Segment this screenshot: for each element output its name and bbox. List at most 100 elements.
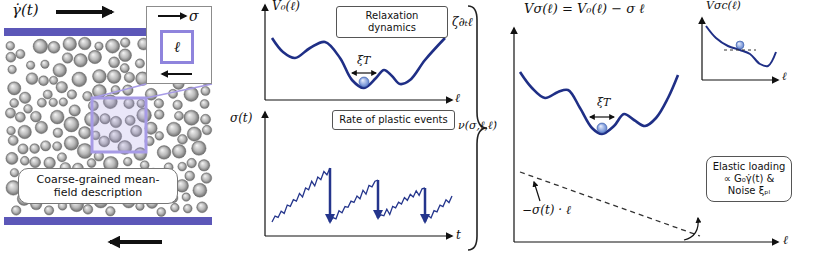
grain bbox=[202, 125, 212, 135]
grain bbox=[64, 136, 78, 150]
axis-label: V₀(ℓ) bbox=[272, 0, 300, 13]
grain bbox=[8, 82, 21, 95]
grain bbox=[50, 110, 64, 124]
grain bbox=[201, 86, 210, 95]
grain bbox=[8, 65, 17, 74]
grain bbox=[10, 99, 19, 108]
stress-signal bbox=[378, 188, 425, 218]
grain bbox=[57, 153, 66, 162]
tilted-potential-curve bbox=[520, 72, 678, 134]
grain bbox=[26, 73, 38, 85]
shear-arrow bbox=[56, 10, 112, 14]
axis-label: σ(t) bbox=[230, 112, 252, 125]
zoom-line bbox=[146, 84, 212, 98]
grain bbox=[39, 76, 49, 86]
grain bbox=[154, 99, 164, 109]
highlight-square bbox=[92, 98, 146, 152]
bottom-plate bbox=[4, 217, 212, 225]
critical-potential-curve bbox=[706, 26, 776, 66]
formula: ν(σ,ℓ,ℓ̇) bbox=[458, 119, 497, 132]
grain bbox=[44, 157, 56, 169]
grain bbox=[200, 99, 209, 108]
grain bbox=[72, 72, 87, 87]
grain bbox=[37, 98, 46, 107]
grain bbox=[53, 142, 62, 151]
stress-symbol: σ bbox=[189, 8, 199, 25]
grain bbox=[154, 110, 164, 120]
grain bbox=[53, 128, 63, 138]
grain bbox=[30, 157, 41, 168]
axis bbox=[264, 5, 265, 100]
shear-rate-label: γ̇(t) bbox=[12, 2, 39, 19]
grain bbox=[40, 141, 50, 151]
grain bbox=[193, 183, 207, 197]
grain bbox=[183, 204, 192, 213]
grain bbox=[120, 38, 130, 48]
plastic-drop bbox=[329, 168, 332, 222]
grain bbox=[63, 37, 77, 51]
grain bbox=[19, 92, 30, 103]
process-box: Elastic loading ∝ G₀γ̇(t) & Noise ξₚₗ bbox=[706, 156, 792, 202]
noise-label: ξT bbox=[597, 97, 610, 109]
grain bbox=[185, 171, 195, 181]
grain bbox=[49, 76, 57, 84]
grain bbox=[184, 110, 199, 125]
equation-label: Vσ(ℓ) = V₀(ℓ) − σ ℓ bbox=[524, 2, 645, 16]
grain bbox=[53, 63, 67, 77]
grain bbox=[120, 64, 129, 73]
tangent-line bbox=[724, 50, 756, 51]
grain bbox=[16, 49, 25, 58]
grain bbox=[88, 50, 101, 63]
grain bbox=[6, 152, 18, 164]
grain bbox=[168, 89, 177, 98]
axis-label: ℓ bbox=[782, 71, 787, 83]
grain bbox=[155, 131, 164, 140]
grain bbox=[20, 156, 29, 165]
stress-signal bbox=[272, 168, 330, 222]
grain bbox=[78, 37, 91, 50]
axis-label: ℓ bbox=[783, 234, 788, 247]
grain bbox=[109, 57, 120, 68]
particle-ball bbox=[736, 41, 744, 49]
box-text: Rate of plastic events bbox=[337, 114, 450, 126]
stress-signal bbox=[330, 180, 378, 222]
grain bbox=[67, 90, 76, 99]
grain bbox=[95, 42, 103, 50]
grain bbox=[59, 98, 68, 107]
description-box: Coarse-grained mean-field description bbox=[18, 168, 178, 204]
plastic-drop bbox=[377, 180, 380, 218]
grain bbox=[44, 206, 53, 215]
axis bbox=[513, 28, 514, 242]
grain bbox=[197, 202, 208, 213]
grain bbox=[6, 52, 16, 62]
grain bbox=[93, 69, 107, 83]
length-symbol: ℓ bbox=[174, 38, 180, 56]
box-text: Relaxation dynamics bbox=[341, 10, 443, 34]
grain bbox=[178, 162, 187, 171]
grain bbox=[107, 70, 121, 84]
grain bbox=[171, 203, 180, 212]
grain bbox=[157, 146, 171, 160]
inset-box: ℓσ bbox=[146, 6, 212, 84]
rotation-arrow bbox=[684, 218, 698, 240]
grain bbox=[69, 105, 80, 116]
stress-arrow bbox=[158, 15, 186, 17]
grain bbox=[192, 141, 206, 155]
grain bbox=[33, 39, 47, 53]
box-text: Elastic loading ∝ G₀γ̇(t) & Noise ξₚₗ bbox=[712, 161, 786, 197]
grain bbox=[11, 206, 21, 216]
grain bbox=[56, 81, 68, 93]
grain bbox=[201, 173, 212, 184]
grain bbox=[135, 59, 144, 68]
grain bbox=[64, 117, 79, 132]
potential-curve bbox=[272, 38, 445, 88]
inset-title: Vσc(ℓ) bbox=[706, 0, 741, 12]
grain bbox=[26, 61, 35, 70]
grain bbox=[8, 135, 18, 145]
grain bbox=[62, 53, 73, 64]
axis bbox=[265, 99, 452, 100]
grain bbox=[87, 159, 96, 168]
grain bbox=[157, 208, 166, 217]
